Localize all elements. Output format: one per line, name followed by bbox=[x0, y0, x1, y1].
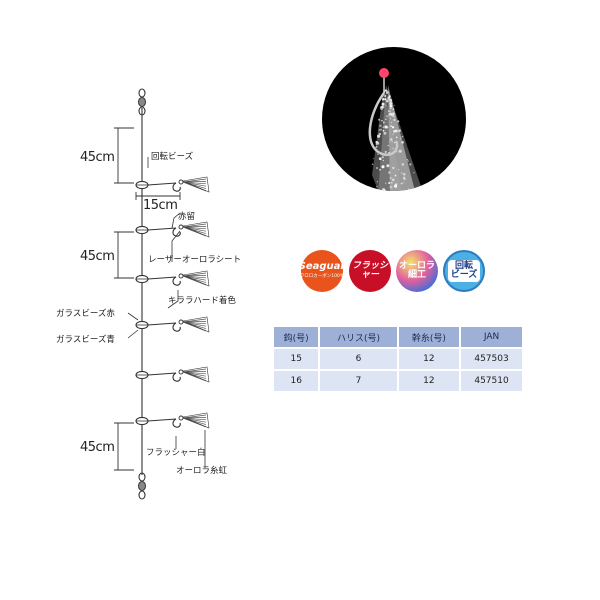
cell-main-line: 12 bbox=[398, 371, 460, 391]
seaguar-sub: フロロカーボン100% bbox=[299, 273, 345, 279]
hook-icon bbox=[172, 418, 181, 428]
bottom-swivel-icon bbox=[138, 472, 146, 500]
branch-line bbox=[147, 227, 177, 231]
header-main-line: 幹糸(号) bbox=[398, 327, 460, 347]
dim-branch-label: 15cm bbox=[143, 198, 177, 213]
branch-assembly bbox=[135, 221, 210, 238]
branch-line bbox=[147, 418, 177, 422]
hook-icon bbox=[172, 372, 181, 382]
swivel-top-text: 回転 bbox=[454, 260, 473, 271]
skirt-icon bbox=[181, 316, 210, 333]
label-aurora-thread: オーロラ糸虹 bbox=[176, 465, 228, 476]
branch-line bbox=[147, 276, 177, 280]
label-flasher-white: フラッシャー白 bbox=[146, 447, 206, 458]
skirt-icon bbox=[181, 412, 210, 429]
cell-hook: 16 bbox=[274, 371, 319, 391]
branch-assembly bbox=[135, 412, 210, 429]
branch-line bbox=[147, 322, 177, 326]
leader-lines bbox=[127, 157, 206, 468]
seaguar-badge: Seaguar フロロカーボン100% bbox=[298, 250, 346, 292]
stop-bead-icon bbox=[178, 415, 184, 421]
seaguar-title: Seaguar bbox=[298, 261, 346, 273]
cell-hook: 15 bbox=[274, 349, 319, 369]
dim-bottom-label: 45cm bbox=[80, 440, 114, 455]
stop-bead-icon bbox=[178, 273, 184, 279]
aurora-badge: オーロラ 細工 bbox=[396, 250, 438, 292]
skirt-icon bbox=[181, 270, 210, 287]
rig-diagram: 45cm 45cm 45cm 15cm 回転ビーズ 赤留 レーザーオーロラシート… bbox=[56, 88, 241, 500]
dimension-lines bbox=[114, 127, 181, 471]
cell-jan: 457503 bbox=[461, 349, 522, 369]
stop-bead-icon bbox=[178, 369, 184, 375]
table-row: 16 7 12 457510 bbox=[274, 371, 522, 391]
cell-harris: 6 bbox=[320, 349, 397, 369]
red-bead-icon bbox=[379, 68, 389, 78]
branch-line bbox=[147, 182, 177, 186]
spec-table-header-row: 鈎(号) ハリス(号) 幹糸(号) JAN bbox=[274, 327, 522, 347]
hook-icon bbox=[368, 92, 399, 157]
flasher-text: フラッシャー bbox=[351, 260, 388, 280]
cell-main-line: 12 bbox=[398, 349, 460, 369]
hook-icon bbox=[172, 182, 181, 192]
header-hook-size: 鈎(号) bbox=[274, 327, 319, 347]
skirt-icon bbox=[181, 176, 210, 193]
branch-assembly bbox=[135, 270, 210, 287]
cell-jan: 457510 bbox=[461, 371, 522, 391]
header-harris: ハリス(号) bbox=[320, 327, 397, 347]
header-jan: JAN bbox=[461, 327, 522, 347]
stop-bead-icon bbox=[178, 179, 184, 185]
skirt-icon bbox=[181, 221, 210, 238]
spec-table: 鈎(号) ハリス(号) 幹糸(号) JAN 15 6 12 457503 16 … bbox=[272, 325, 524, 393]
branch-line bbox=[147, 372, 177, 376]
label-kirara-hard: キララハード着色 bbox=[168, 295, 236, 306]
branch-assembly bbox=[135, 366, 210, 383]
label-glass-beads-blue: ガラスビーズ青 bbox=[56, 334, 115, 345]
label-glass-beads-red: ガラスビーズ赤 bbox=[56, 308, 115, 319]
aurora-bottom-text: 細工 bbox=[407, 270, 426, 280]
lure-skirt bbox=[371, 85, 424, 191]
label-swivel-beads: 回転ビーズ bbox=[151, 151, 194, 162]
swivel-beads-badge: 回転 ビーズ bbox=[443, 250, 485, 292]
stop-bead-icon bbox=[178, 224, 184, 230]
skirt-icon bbox=[181, 366, 210, 383]
aurora-top-text: オーロラ bbox=[398, 260, 435, 271]
lure-photo bbox=[322, 47, 466, 191]
table-row: 15 6 12 457503 bbox=[274, 349, 522, 369]
branch-assembly bbox=[135, 316, 210, 333]
flasher-badge: フラッシャー bbox=[349, 250, 391, 292]
stop-bead-icon bbox=[178, 319, 184, 325]
cell-harris: 7 bbox=[320, 371, 397, 391]
hook-icon bbox=[172, 276, 181, 286]
label-red-stop: 赤留 bbox=[178, 211, 195, 222]
hook-icon bbox=[172, 322, 181, 332]
branch-assembly bbox=[135, 176, 210, 193]
dim-top-label: 45cm bbox=[80, 150, 114, 165]
dim-mid-label: 45cm bbox=[80, 249, 114, 264]
top-swivel-icon bbox=[138, 88, 146, 116]
swivel-bottom-text: ビーズ bbox=[450, 270, 478, 280]
label-laser-aurora-sheet: レーザーオーロラシート bbox=[148, 255, 241, 265]
